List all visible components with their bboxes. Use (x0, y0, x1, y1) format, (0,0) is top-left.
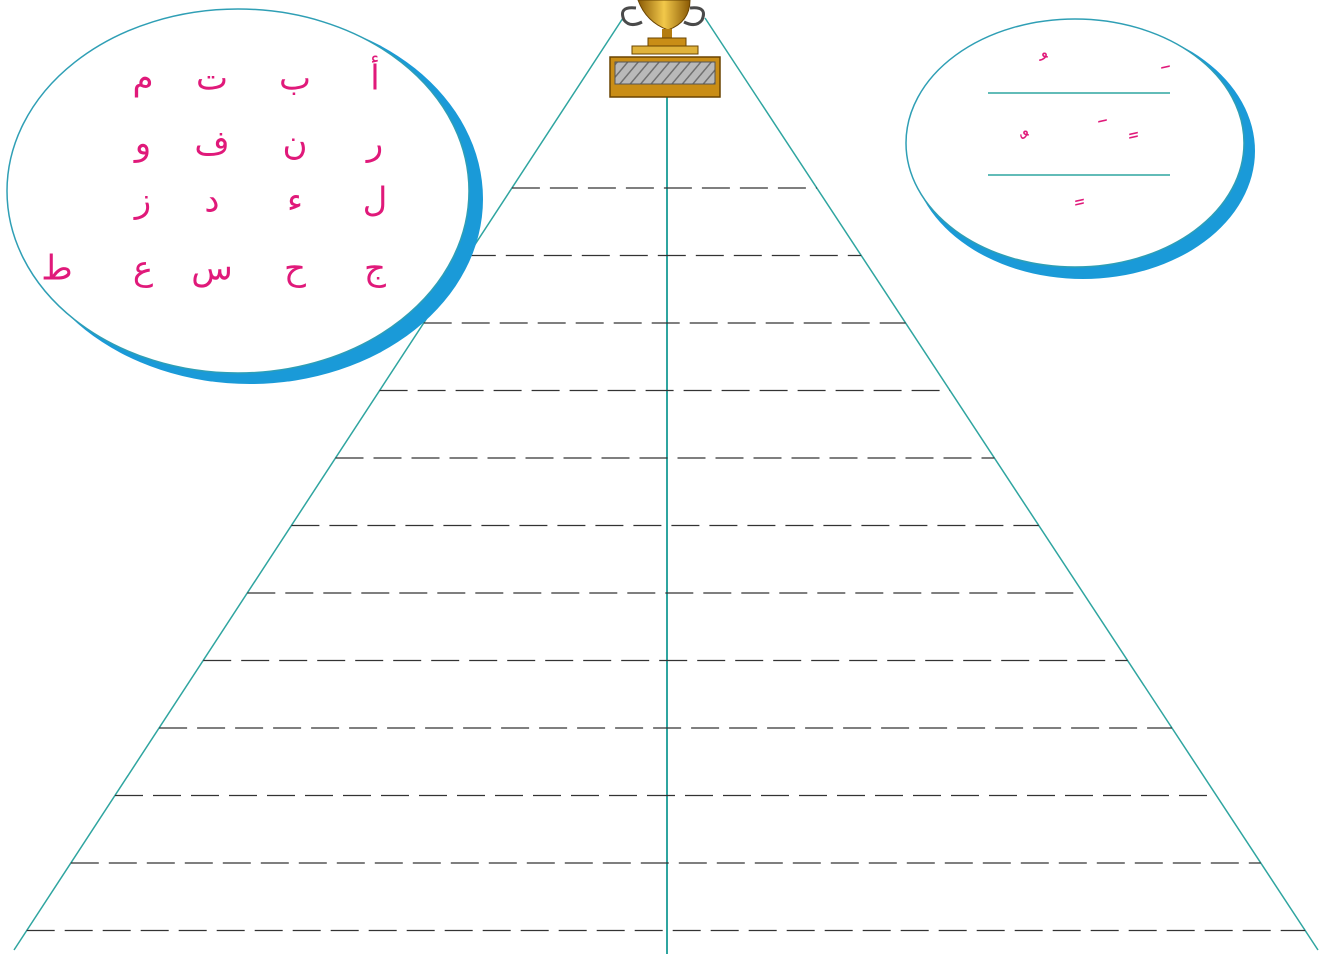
letter-item: ت (196, 59, 228, 99)
letter-item: ل (363, 181, 388, 221)
letter-item: و (133, 124, 151, 164)
letter-item: أ (370, 56, 379, 99)
letter-item: ء (287, 181, 303, 221)
letter-item: ع (133, 249, 153, 289)
letter-item: ح (284, 249, 306, 289)
letter-bubble-body (7, 9, 469, 373)
letter-item: ب (279, 59, 311, 99)
vowel-bubble: َ ُ ِ ً ٌ ٍ (906, 19, 1255, 279)
vowel-bubble-body (906, 19, 1244, 267)
letter-item: ط (41, 249, 72, 289)
letter-item: م (132, 59, 153, 99)
letter-item: ف (194, 124, 229, 164)
letter-bubble: أ ب ت م ر ن ف و ل ء د ز ج ح سع ط (7, 9, 483, 384)
letter-item: س (191, 249, 233, 289)
trophy-icon (610, 0, 720, 97)
letter-item: ن (283, 124, 308, 164)
letter-item: ج (364, 249, 386, 289)
letter-item: د (204, 181, 219, 221)
letter-item: ز (133, 181, 151, 221)
letter-item: ر (365, 124, 383, 164)
